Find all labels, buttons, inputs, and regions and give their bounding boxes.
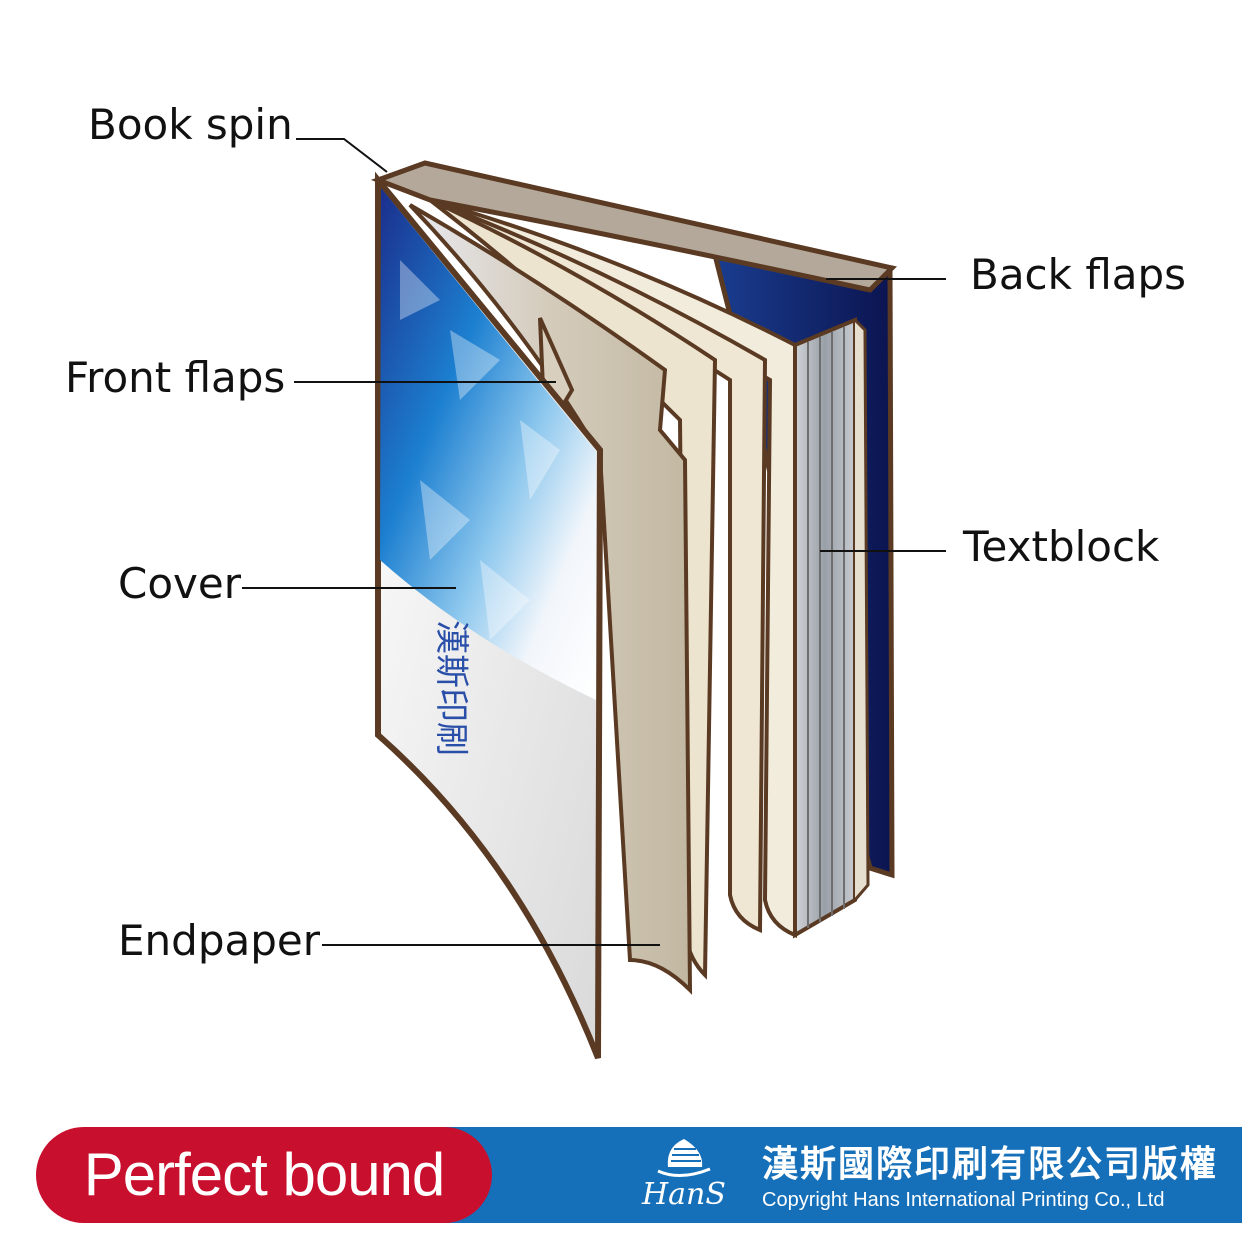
- banner-title: Perfect bound: [83, 1141, 446, 1208]
- company-name-zh: 漢斯國際印刷有限公司版權: [762, 1144, 1219, 1185]
- logo-wordmark: HanS: [642, 1177, 726, 1212]
- title-pill: Perfect bound: [36, 1127, 492, 1223]
- endpaper-sheet: [408, 203, 693, 995]
- banner-blue-band: [440, 1127, 1242, 1223]
- label-textblock: Textblock: [963, 522, 1160, 571]
- cover-brand-text: 漢斯印刷: [431, 620, 471, 756]
- textblock-stack: [793, 317, 857, 939]
- label-cover: Cover: [118, 559, 241, 608]
- book-diagram: 漢斯印刷: [242, 138, 946, 1060]
- leader-book-spin: [296, 138, 388, 173]
- ship-logo-icon: [657, 1139, 711, 1177]
- label-book-spin: Book spin: [88, 100, 293, 149]
- label-endpaper: Endpaper: [118, 916, 320, 965]
- label-front-flaps: Front flaps: [65, 353, 286, 402]
- footer-banner: Perfect bound HanS 漢斯國際印刷有限公司版權 Copyrigh…: [0, 1127, 1242, 1223]
- label-back-flaps: Back flaps: [970, 250, 1187, 299]
- cover-artwork: [380, 188, 596, 700]
- company-copyright-en: Copyright Hans International Printing Co…: [762, 1189, 1165, 1211]
